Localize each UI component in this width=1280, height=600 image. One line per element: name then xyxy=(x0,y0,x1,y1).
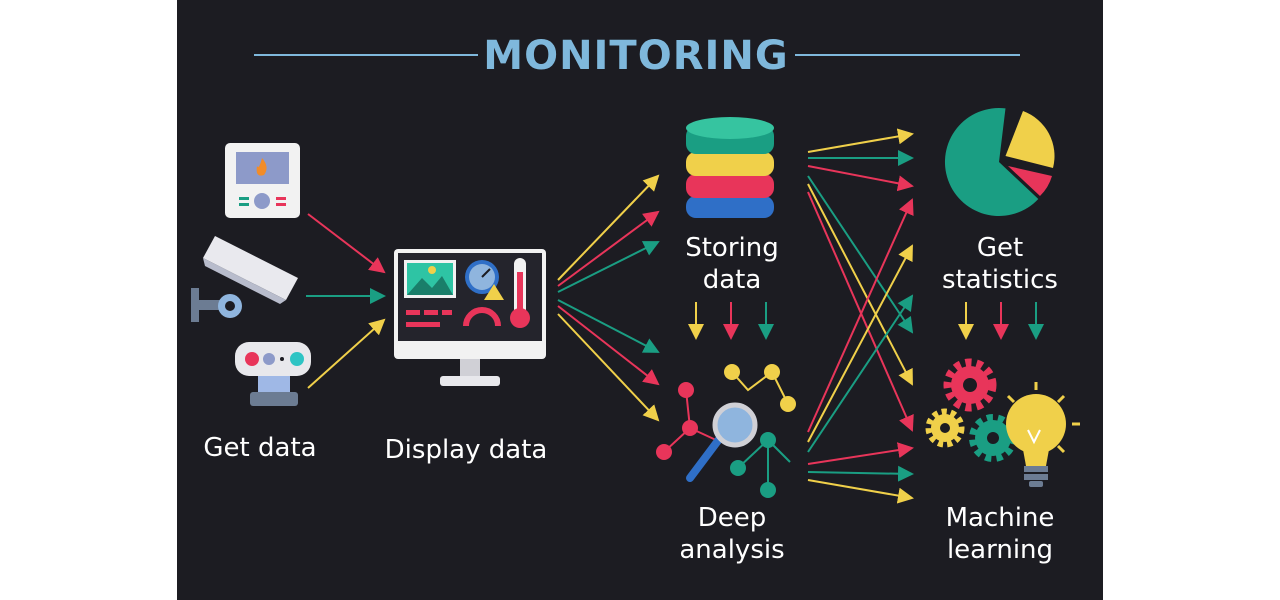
label-display-data: Display data xyxy=(384,435,548,465)
analysis-output-arrows xyxy=(807,128,914,504)
sensor-device-icon xyxy=(235,342,311,406)
input-arrows xyxy=(306,213,386,389)
label-get-data: Get data xyxy=(203,433,317,463)
display-output-arrows xyxy=(557,174,660,422)
page-title: MONITORING xyxy=(483,33,789,79)
data-analysis-icon xyxy=(656,364,796,498)
label-storing-line1: Storing xyxy=(685,233,779,263)
thermostat-panel-icon xyxy=(225,143,300,218)
dashboard-monitor-icon xyxy=(394,249,546,386)
title-divider-left xyxy=(254,54,478,56)
label-ml-line1: Machine xyxy=(945,503,1055,533)
label-stats-line2: statistics xyxy=(942,265,1058,295)
label-stats-line1: Get xyxy=(976,233,1024,263)
gears-lightbulb-icon xyxy=(925,358,1080,487)
storing-down-arrows xyxy=(688,302,774,340)
label-deep-line2: analysis xyxy=(679,535,785,565)
security-camera-icon xyxy=(191,236,298,322)
stats-down-arrows xyxy=(958,302,1044,340)
database-icon xyxy=(686,117,774,218)
title-divider-right xyxy=(795,54,1020,56)
label-ml-line2: learning xyxy=(946,535,1054,565)
label-deep-line1: Deep xyxy=(697,503,767,533)
pie-chart-icon xyxy=(944,108,1055,217)
label-storing-line2: data xyxy=(702,265,762,295)
diagram-background xyxy=(177,0,1103,600)
